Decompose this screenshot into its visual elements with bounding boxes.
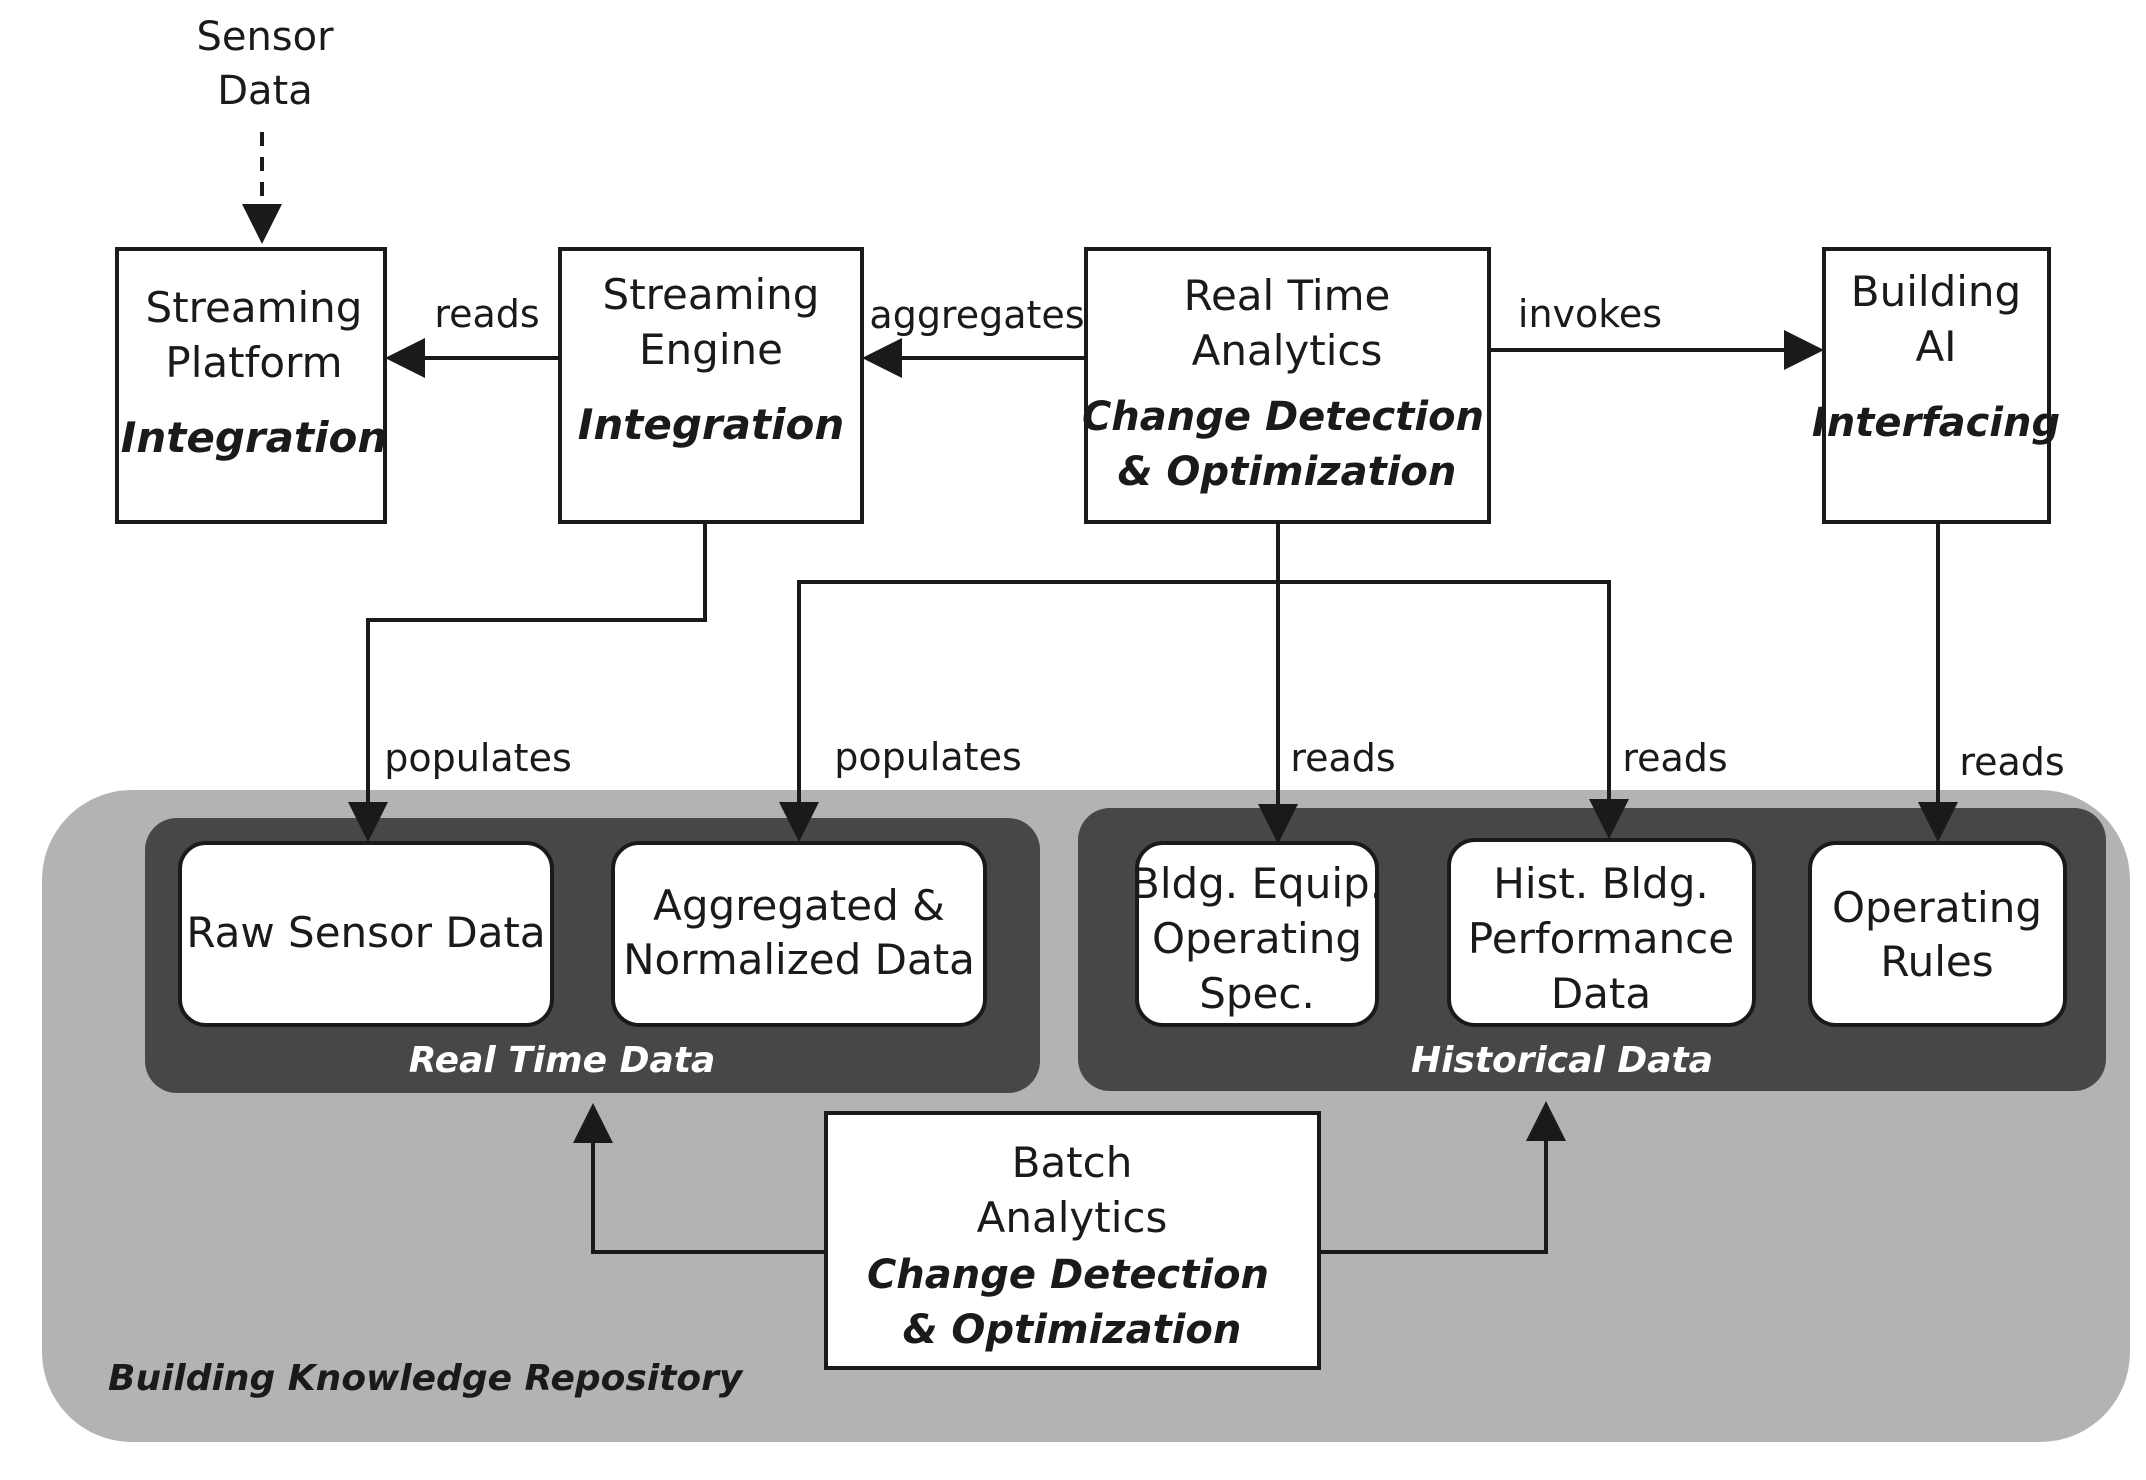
- repository-title: Building Knowledge Repository: [108, 1358, 744, 1399]
- building-ai-line1: Building: [1851, 267, 2021, 316]
- historical-performance-line1: Hist. Bldg.: [1493, 859, 1708, 908]
- streaming-engine-line1: Streaming: [603, 270, 820, 319]
- equipment-spec-line3: Spec.: [1199, 969, 1315, 1018]
- sensor-data-label-line1: Sensor: [196, 14, 334, 60]
- batch-to-real-time-arrow: [573, 1103, 826, 1254]
- streaming-platform-box: [115, 247, 387, 524]
- real-time-analytics-line1: Real Time: [1184, 271, 1391, 320]
- operating-rules-line2: Rules: [1880, 937, 1993, 986]
- batch-analytics-role1: Change Detection: [867, 1252, 1269, 1298]
- analytics-invokes-label: invokes: [1518, 292, 1662, 336]
- equipment-spec-store: [1135, 841, 1379, 1027]
- real-time-analytics-line2: Analytics: [1192, 326, 1383, 375]
- historical-performance-store: [1447, 838, 1756, 1027]
- equipment-spec-line1: Bldg. Equip.: [1131, 859, 1383, 908]
- engine-populates-label: populates: [384, 736, 572, 780]
- ai-reads-rules-label: reads: [1959, 740, 2064, 784]
- analytics-aggregates-label: aggregates: [869, 293, 1084, 337]
- operating-rules-store: [1808, 841, 2067, 1027]
- batch-analytics-line1: Batch: [1012, 1138, 1133, 1187]
- sensor-data-label-line2: Data: [217, 68, 313, 114]
- raw-sensor-data-store: [178, 841, 554, 1027]
- streaming-engine-box: [558, 247, 864, 524]
- historical-performance-line2: Performance: [1468, 914, 1734, 963]
- equipment-spec-line2: Operating: [1152, 914, 1362, 963]
- building-ai-box: [1822, 247, 2051, 524]
- real-time-analytics-role2: & Optimization: [1118, 449, 1457, 495]
- analytics-to-aggregated-arrow: [779, 580, 1278, 842]
- engine-reads-platform-label: reads: [434, 292, 539, 336]
- streaming-platform-line1: Streaming: [146, 283, 363, 332]
- real-time-data-title: Real Time Data: [409, 1040, 716, 1081]
- batch-analytics-line2: Analytics: [977, 1193, 1168, 1242]
- aggregated-data-label-line2: Normalized Data: [623, 935, 975, 984]
- analytics-reads-hist-label: reads: [1622, 736, 1727, 780]
- raw-sensor-data-label: Raw Sensor Data: [186, 908, 545, 957]
- real-time-analytics-role1: Change Detection: [1082, 394, 1484, 440]
- building-ai-role: Interfacing: [1812, 400, 2060, 446]
- building-ai-line2: AI: [1915, 322, 1956, 371]
- streaming-platform-line2: Platform: [165, 338, 342, 387]
- batch-analytics-role2: & Optimization: [903, 1307, 1242, 1353]
- batch-to-historical-arrow: [1319, 1101, 1566, 1254]
- streaming-engine-line2: Engine: [639, 325, 783, 374]
- operating-rules-line1: Operating: [1832, 883, 2042, 932]
- historical-data-title: Historical Data: [1411, 1040, 1713, 1081]
- analytics-reads-spec-label: reads: [1290, 736, 1395, 780]
- streaming-engine-role: Integration: [578, 400, 844, 449]
- real-time-analytics-box: [1084, 247, 1491, 524]
- analytics-to-hist-perf-arrow: [1278, 580, 1629, 839]
- aggregated-normalized-data-store: [611, 841, 987, 1027]
- historical-performance-line3: Data: [1551, 969, 1651, 1018]
- batch-analytics-box: [824, 1111, 1321, 1370]
- engine-to-raw-sensor-arrow: [348, 521, 707, 842]
- aggregated-data-label-line1: Aggregated &: [653, 881, 945, 930]
- analytics-populates-label: populates: [834, 735, 1022, 779]
- streaming-platform-role: Integration: [121, 413, 387, 462]
